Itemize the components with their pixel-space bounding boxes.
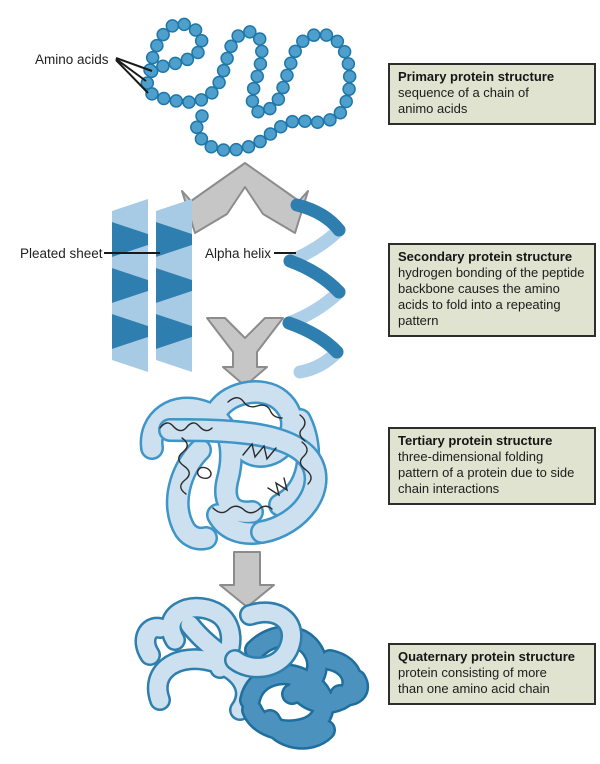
- tertiary-structure-description: three-dimensional folding pattern of a p…: [398, 449, 575, 496]
- secondary-structure-description: hydrogen bonding of the peptide backbone…: [398, 265, 585, 328]
- primary-structure-title: Primary protein structure: [398, 69, 555, 84]
- pleated-sheet-dark-segments: [112, 222, 192, 349]
- bifurcation-arrow-icon: [181, 162, 309, 234]
- alpha-helix-graphic: [282, 198, 346, 379]
- bead-chain-outline: [140, 16, 357, 157]
- quaternary-structure-callout: Quaternary protein structure protein con…: [388, 643, 596, 705]
- tertiary-structure-title: Tertiary protein structure: [398, 433, 553, 448]
- pleated-sheet-light-segments: [112, 199, 192, 372]
- primary-structure-callout: Primary protein structure sequence of a …: [388, 63, 596, 125]
- down-arrow-icon: [219, 551, 275, 608]
- amino-acids-pointer-lines: [115, 57, 153, 94]
- quaternary-light-crossover: [224, 601, 303, 679]
- amino-acids-label: Amino acids: [35, 52, 109, 67]
- pleated-sheet-graphic: [112, 199, 192, 372]
- quaternary-structure-title: Quaternary protein structure: [398, 649, 575, 664]
- amino-acid-chain-graphic: [140, 16, 357, 157]
- alpha-helix-front-strands: [282, 198, 346, 359]
- secondary-structure-title: Secondary protein structure: [398, 249, 573, 264]
- quaternary-structure-graphic: [134, 596, 370, 750]
- pleated-sheet-label: Pleated sheet: [20, 246, 103, 261]
- bead-chain-fill: [142, 17, 355, 156]
- tertiary-tube-crossover: [158, 418, 328, 544]
- tertiary-structure-callout: Tertiary protein structure three-dimensi…: [388, 427, 596, 505]
- quaternary-structure-description: protein consisting of more than one amin…: [398, 665, 550, 696]
- primary-structure-description: sequence of a chain of animo acids: [398, 85, 529, 116]
- tertiary-backbone-squiggles: [159, 397, 312, 514]
- secondary-structure-callout: Secondary protein structure hydrogen bon…: [388, 243, 596, 337]
- tertiary-structure-graphic: [139, 380, 328, 551]
- merge-arrow-icon: [206, 317, 284, 387]
- alpha-helix-label: Alpha helix: [205, 246, 272, 261]
